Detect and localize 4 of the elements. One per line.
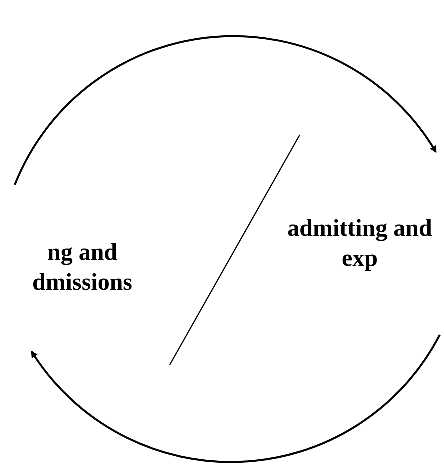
- node-label: ng and dmissions: [31, 239, 134, 298]
- curved-arrow: [14, 36, 437, 186]
- node-label: admitting and exp: [286, 215, 434, 274]
- curved-arrow: [31, 334, 441, 464]
